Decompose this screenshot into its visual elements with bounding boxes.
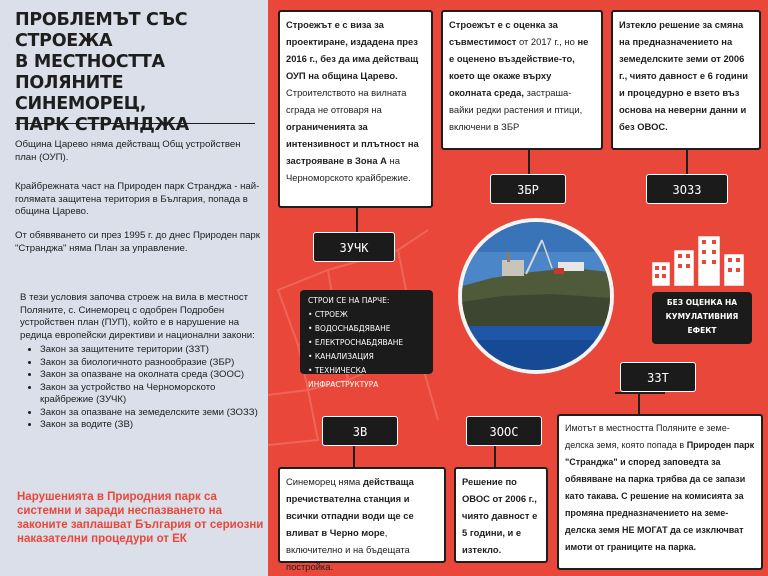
build-list-title: СТРОИ СЕ НА ПАРЧЕ: (308, 296, 390, 305)
connector-line (356, 208, 358, 232)
build-list-item: • ТЕХНИЧЕСКА ИНФРАСТРУКТУРА (308, 366, 379, 389)
conditions-text: В тези условия започва строеж на вила в … (20, 292, 255, 341)
tag-zuchk: ЗУЧК (313, 232, 395, 262)
left-panel: ПРОБЛЕМЪТ СЪС СТРОЕЖА В МЕСТНОСТТА ПОЛЯН… (0, 0, 268, 576)
build-list-item: • ЕЛЕКТРОСНАБДЯВАНЕ (308, 338, 404, 347)
connector-line (638, 392, 640, 414)
cumulative-effect-box: БЕЗ ОЦЕНКА НА КУМУЛАТИВНИЯ ЕФЕКТ (652, 292, 752, 344)
list-item: Закон за биологичното разнообразие (ЗБР) (40, 357, 260, 370)
build-list-box: СТРОИ СЕ НА ПАРЧЕ: • СТРОЕЖ • ВОДОСНАБДЯ… (300, 290, 433, 389)
build-list-item: • КАНАЛИЗАЦИЯ (308, 352, 374, 361)
connector-line (353, 445, 355, 467)
zoos-box: Решение по ОВОС от 2006 г., чиято давнос… (454, 467, 548, 563)
intro-paragraph-2: Крайбрежната част на Природен парк Стран… (15, 181, 260, 217)
connector-line (528, 150, 530, 174)
zuchk-box: Строежът е с виза за проектиране, издаде… (278, 10, 433, 208)
zzt-box: Имотът в местността Поляните е земе-делс… (557, 414, 763, 570)
list-item: Закон за водите (ЗВ) (40, 419, 260, 432)
zozz-box: Изтекло решение за смяна на предназначен… (611, 10, 761, 150)
page-title: ПРОБЛЕМЪТ СЪС СТРОЕЖА В МЕСТНОСТТА ПОЛЯН… (15, 10, 189, 135)
construction-photo-art (462, 222, 610, 370)
laws-list: Закон за защитените територии (ЗЗТ) Зако… (40, 344, 260, 432)
warning-text: Нарушенията в Природния парк са системни… (17, 491, 264, 545)
tag-zzt: ЗЗТ (620, 362, 696, 392)
connector-line (686, 150, 688, 174)
conditions-block: В тези условия започва строеж на вила в … (20, 292, 260, 432)
build-list-item: • СТРОЕЖ (308, 310, 348, 319)
list-item: Закон за опазване на околната среда (ЗОО… (40, 369, 260, 382)
list-item: Закон за защитените територии (ЗЗТ) (40, 344, 260, 357)
intro-paragraph-3: От обявяването си през 1995 г. до днес П… (15, 230, 260, 254)
title-divider (15, 123, 255, 124)
list-item: Закон за устройство на Черноморското кра… (40, 382, 260, 407)
tag-zozz: ЗОЗЗ (646, 174, 728, 204)
zbr-box: Строежът е с оценка за съвместимост от 2… (441, 10, 603, 150)
tag-zv: ЗВ (322, 416, 398, 446)
intro-paragraph-1: Община Царево няма действащ Общ устройст… (15, 139, 241, 163)
tag-zbr: ЗБР (490, 174, 566, 204)
list-item: Закон за опазване на земеделските земи (… (40, 407, 260, 420)
tag-zoos: ЗООС (466, 416, 542, 446)
buildings-icon (652, 235, 745, 287)
zv-box: Синеморец няма действаща пречиствателна … (278, 467, 446, 572)
construction-photo (458, 218, 614, 374)
build-list-item: • ВОДОСНАБДЯВАНЕ (308, 324, 391, 333)
connector-line (494, 445, 496, 467)
connector-line (615, 392, 665, 394)
